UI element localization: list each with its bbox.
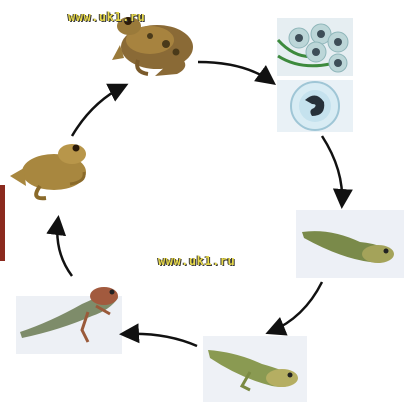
tadpole-with-legs-icon: [208, 350, 298, 390]
arrow-young-to-adult: [72, 86, 124, 136]
embryo-icon: [291, 82, 339, 130]
arrow-froglet-to-young: [57, 220, 72, 276]
arrow-embryo-to-tadpole: [322, 136, 342, 204]
arrow-tadpole-to-hindlegs: [270, 282, 322, 332]
watermark-center: www.uk1.ru: [158, 254, 235, 268]
watermark-top: www.uk1.ru: [68, 10, 145, 24]
young-frog-icon: [10, 144, 86, 198]
tadpole-icon: [302, 231, 394, 263]
adult-frog-icon: [112, 17, 193, 76]
arrow-adult-to-eggs: [198, 62, 272, 82]
arrow-hindlegs-to-froglet: [124, 334, 197, 346]
froglet-icon: [20, 287, 118, 342]
frog-eggs-icon: [278, 24, 348, 72]
